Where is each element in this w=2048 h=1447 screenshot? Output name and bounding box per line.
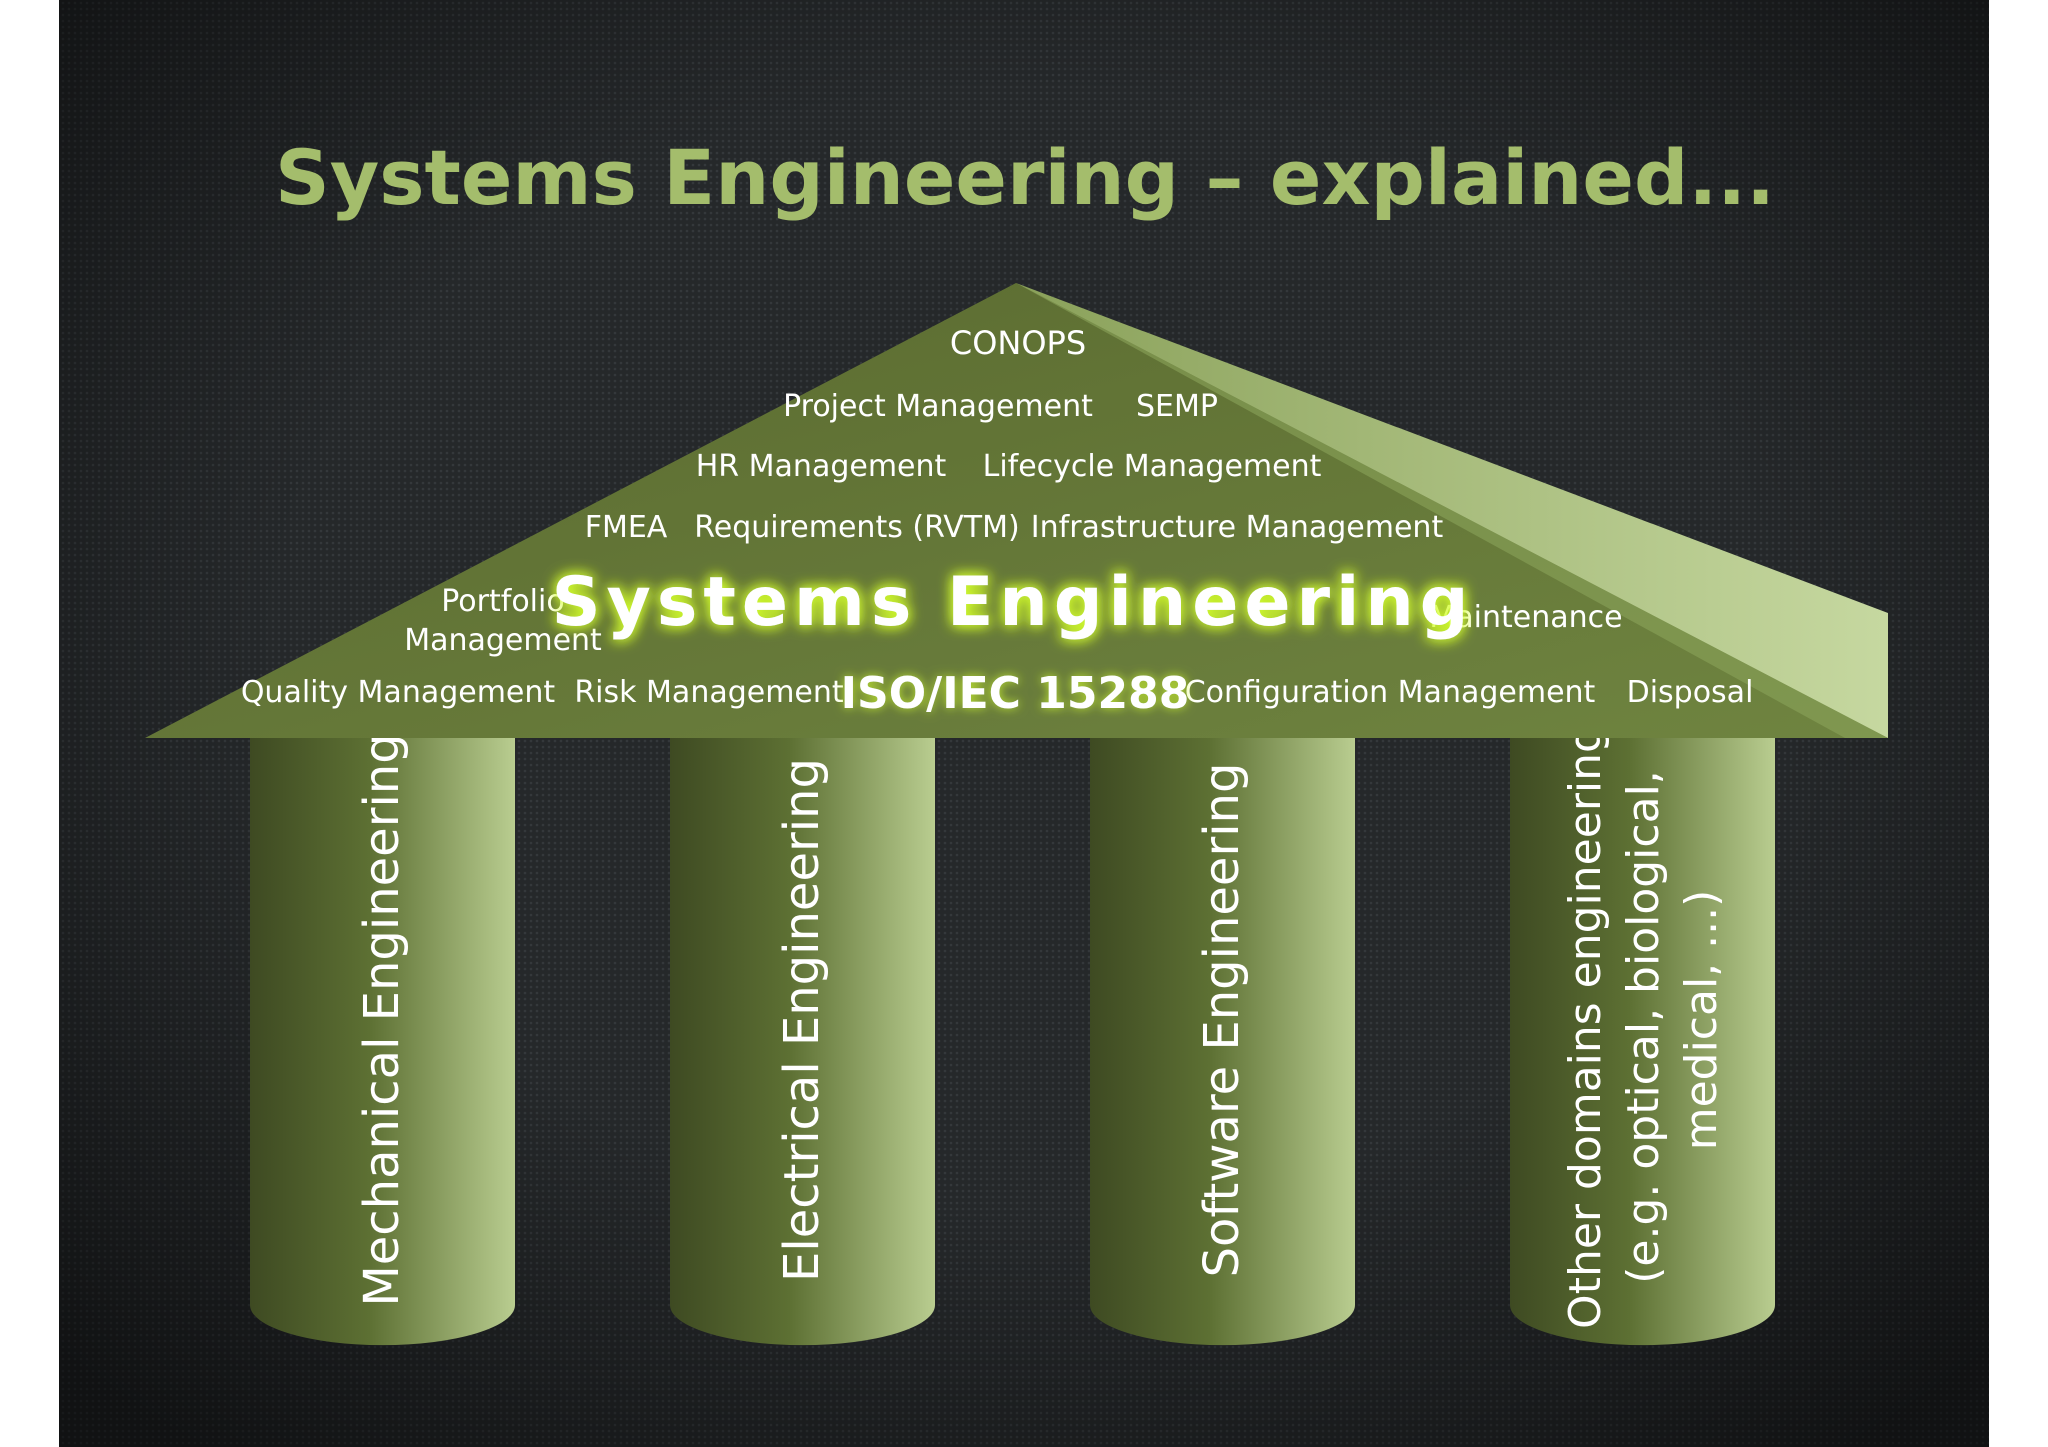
topic-requirements: Requirements (RVTM) — [694, 510, 1019, 545]
slide-title: Systems Engineering – explained... — [275, 133, 1775, 222]
pillar-label: Electrical Engineering — [774, 758, 830, 1282]
topic-hr-management: HR Management — [696, 449, 947, 484]
topic-fmea: FMEA — [585, 510, 668, 545]
svg-text:Other domains engineering: Other domains engineering (e.g. optical,… — [1560, 711, 1727, 1329]
svg-text:Mechanical Engineering: Mechanical Engineering — [354, 733, 410, 1306]
topic-maintenance: Maintenance — [1429, 600, 1622, 635]
svg-text:Software Engineering: Software Engineering — [1194, 763, 1250, 1278]
topic-quality-management: Quality Management — [241, 675, 556, 710]
svg-text:Electrical Engineering: Electrical Engineering — [774, 758, 830, 1282]
topic-conops: CONOPS — [950, 324, 1086, 362]
topic-infrastructure-management: Infrastructure Management — [1031, 510, 1444, 545]
roof — [145, 283, 1888, 738]
topic-lifecycle-management: Lifecycle Management — [983, 449, 1322, 484]
topic-disposal: Disposal — [1627, 675, 1754, 710]
topic-project-management: Project Management — [783, 389, 1093, 424]
roof-center-title: Systems Engineering — [552, 563, 1475, 642]
pillar-label: Mechanical Engineering — [354, 733, 410, 1306]
topic-portfolio-line2: Management — [404, 623, 602, 658]
pillar-other-domains: Other domains engineering (e.g. optical,… — [1510, 711, 1775, 1346]
pillar-label: Other domains engineering — [1560, 725, 1611, 1329]
topic-semp: SEMP — [1136, 389, 1218, 424]
topic-portfolio-line1: Portfolio — [441, 584, 564, 619]
topic-configuration-management: Configuration Management — [1185, 675, 1596, 710]
pillar-label: Software Engineering — [1194, 763, 1250, 1278]
pillar-mechanical: Mechanical Engineering — [250, 733, 515, 1346]
roof-topics: CONOPS Project Management SEMP HR Manage… — [241, 324, 1754, 710]
roof-front — [145, 283, 1888, 738]
topic-risk-management: Risk Management — [574, 675, 844, 710]
pillar-electrical: Electrical Engineering — [670, 735, 935, 1346]
pillar-software: Software Engineering — [1090, 735, 1355, 1346]
pillar-label: (e.g. optical, biological, — [1618, 770, 1669, 1284]
roof-standard-label: ISO/IEC 15288 — [841, 668, 1190, 719]
pillar-label: medical, ...) — [1676, 890, 1727, 1151]
